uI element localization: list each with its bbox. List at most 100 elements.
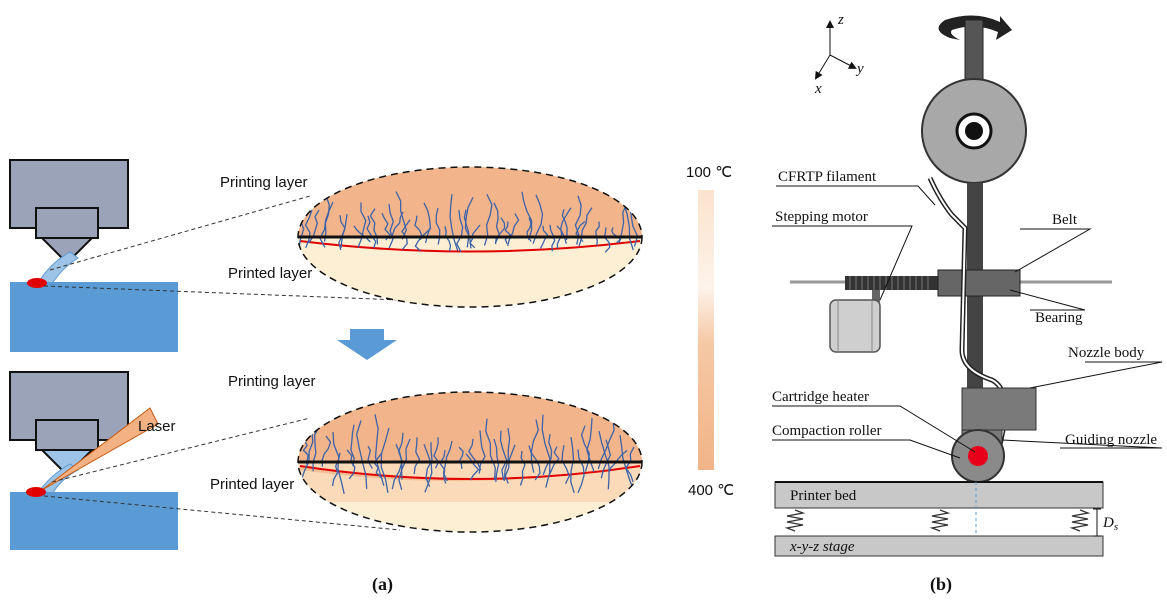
fiber-strand [300, 432, 314, 481]
ds-label: Ds [1102, 515, 1118, 533]
fiber-strand [323, 195, 330, 242]
printing-layer-label-top: Printing layer [220, 174, 308, 191]
label-printer-bed: Printer bed [790, 488, 857, 504]
fiber-strand [414, 227, 432, 252]
nozzle-body [961, 387, 1037, 431]
fiber-strand [521, 191, 533, 241]
label-nozzle-body: Nozzle body [1068, 345, 1145, 361]
caption-b: (b) [930, 574, 952, 595]
panel-a: Printing layer Printed layer Laser [9, 159, 734, 595]
hot-spot-top [27, 278, 47, 288]
fiber-strand [423, 443, 433, 493]
fiber-strand [388, 203, 394, 249]
fiber-strand [595, 221, 600, 246]
fiber-strand [542, 434, 553, 476]
printer-bed [774, 481, 1104, 509]
fiber-strand [357, 202, 367, 248]
fiber-strand [625, 446, 635, 483]
leader-lines [772, 185, 1163, 459]
laser-beam [41, 407, 159, 491]
coordinate-axes [814, 20, 857, 80]
fiber-strand [331, 452, 341, 487]
fiber-strand [356, 420, 368, 489]
label-xyz-stage: x-y-z stage [789, 539, 855, 555]
label-compaction-roller: Compaction roller [772, 423, 882, 439]
fiber-strand [519, 450, 526, 486]
axis-y-label: y [855, 61, 864, 77]
rotation-arrow-icon [938, 15, 1012, 40]
fiber-strand [561, 209, 568, 241]
bearing-block [937, 269, 1021, 297]
fiber-strand [304, 209, 313, 248]
laser-label: Laser [138, 418, 176, 435]
fiber-strand [413, 437, 421, 475]
label-bearing: Bearing [1035, 310, 1083, 326]
fiber-strand [499, 430, 508, 481]
xyz-stage [774, 535, 1104, 557]
label-belt: Belt [1052, 212, 1078, 228]
fiber-strand [507, 213, 520, 247]
callout-line [49, 195, 311, 271]
fiber-strand [504, 444, 516, 484]
label-cfrtp-filament: CFRTP filament [778, 169, 877, 185]
fiber-strand [401, 219, 411, 250]
axis-x-label: x [814, 81, 822, 97]
fiber-strand [494, 217, 506, 245]
fiber-strand [444, 226, 452, 252]
fiber-strand [603, 227, 611, 253]
fiber-strand [350, 424, 355, 467]
fiber-strand [468, 438, 482, 471]
fiber-strand [425, 442, 433, 487]
fiber-strand [458, 446, 464, 469]
fiber-strand [439, 450, 447, 484]
print-bed-bottom [10, 492, 178, 550]
fiber-strand [302, 440, 309, 465]
callout-line [43, 495, 401, 531]
fiber-strand [530, 419, 539, 473]
callout-line [51, 417, 311, 483]
springs [784, 509, 1091, 532]
panel-b: z y x [772, 12, 1163, 595]
fiber-strand [449, 194, 459, 251]
fiber-strand [619, 435, 636, 494]
fiber-strand [577, 449, 585, 494]
fiber-strand [312, 426, 320, 472]
caption-a: (a) [372, 574, 393, 595]
fiber-strand [373, 452, 383, 479]
fiber-strand [319, 201, 334, 248]
hot-spot-bottom [26, 487, 46, 497]
fiber-strand [463, 209, 470, 248]
fiber-strand [464, 197, 474, 249]
fiber-strand [478, 430, 486, 474]
process-arrow [337, 329, 397, 360]
fiber-strand [389, 211, 404, 240]
fiber-strand [353, 225, 371, 243]
printing-layer-label-bottom: Printing layer [228, 373, 316, 390]
fiber-strand [374, 414, 385, 486]
temperature-scale-bottom: 400 ℃ [688, 482, 734, 499]
fiber-strand [485, 418, 496, 481]
fiber-strand [367, 445, 373, 469]
temperature-scale-bar [698, 190, 714, 470]
nozzle-assembly-top [9, 159, 129, 285]
axis-z-label: z [837, 12, 844, 28]
printed-layer-label-bottom: Printed layer [210, 476, 294, 493]
fiber-strand [456, 210, 464, 253]
nozzle-assembly-bottom [9, 371, 129, 495]
fiber-strand [578, 207, 593, 247]
fiber-strand [504, 221, 512, 245]
fiber-strand [465, 453, 480, 481]
label-stepping-motor: Stepping motor [775, 209, 868, 225]
callout-line [43, 285, 401, 301]
temperature-scale-top: 100 ℃ [686, 164, 732, 181]
fiber-strand [398, 438, 411, 490]
label-guiding-nozzle: Guiding nozzle [1065, 432, 1157, 448]
fiber-strand [503, 428, 511, 482]
fiber-strand [366, 215, 377, 249]
label-cartridge-heater: Cartridge heater [772, 389, 869, 405]
fiber-strand [570, 437, 575, 494]
printed-layer-label-top: Printed layer [228, 265, 312, 282]
fiber-strand [338, 214, 348, 251]
stepping-motor [829, 290, 881, 353]
